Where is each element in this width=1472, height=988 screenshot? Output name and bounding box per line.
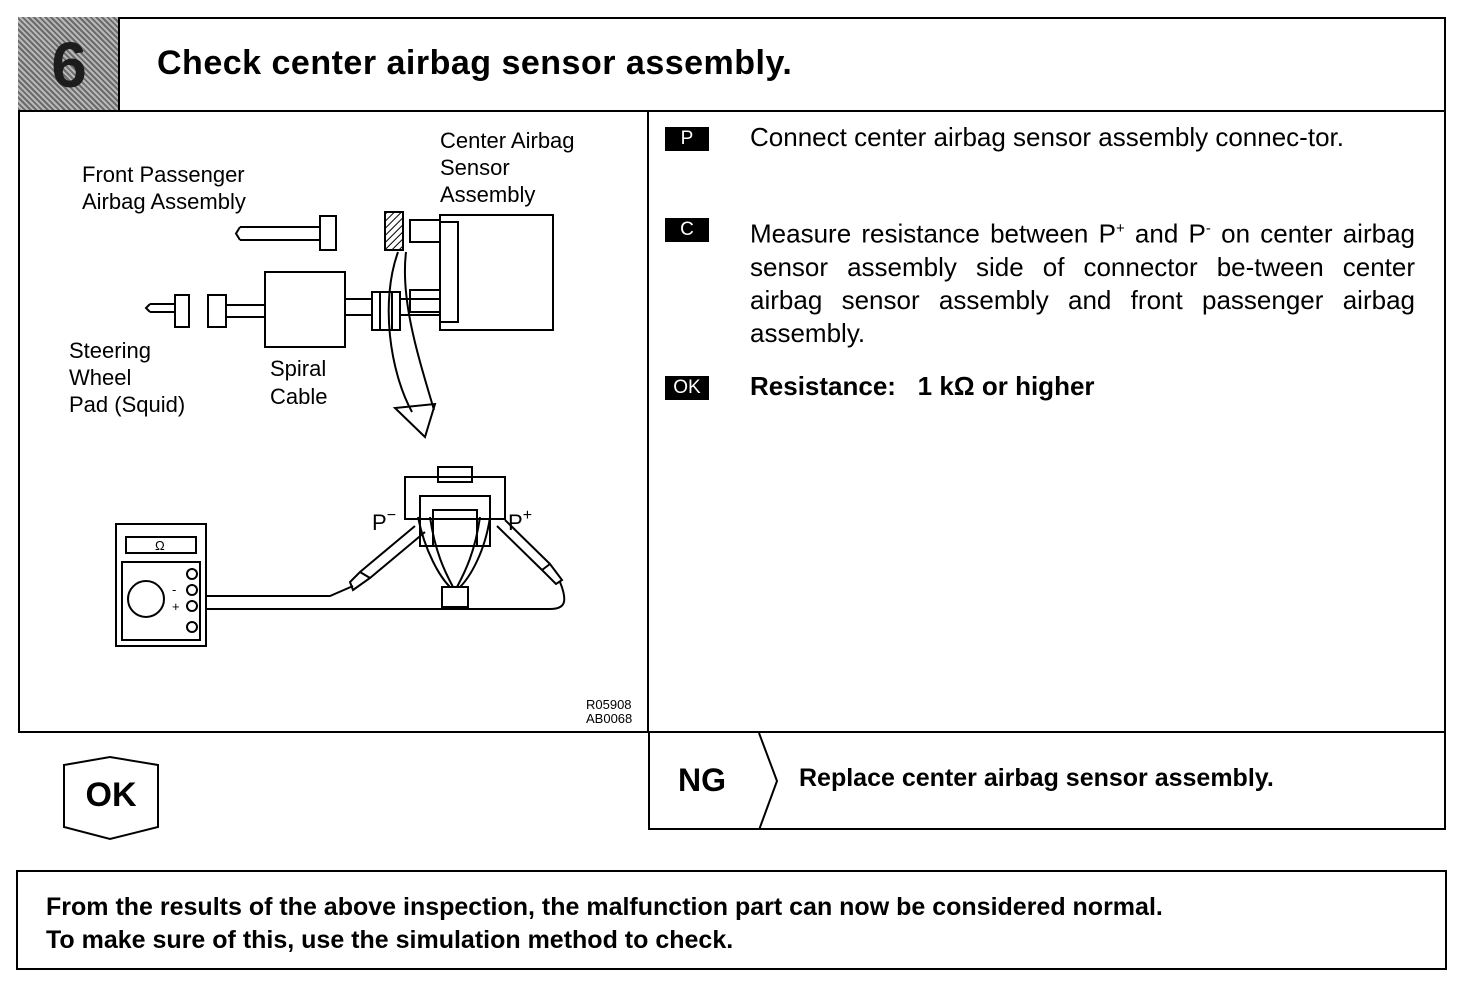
meter-minus: - <box>172 582 176 597</box>
label-spiral-2: Cable <box>270 384 327 409</box>
title-divider <box>18 110 1446 112</box>
note-line-2: To make sure of this, use the simulation… <box>46 926 734 954</box>
label-steering-2: Wheel <box>69 365 131 390</box>
label-center-airbag-1: Center Airbag <box>440 128 575 153</box>
note-line-1: From the results of the above inspection… <box>46 893 1163 921</box>
result-note <box>16 870 1447 970</box>
spiral-cable-body <box>264 271 346 348</box>
ng-divider-chevron <box>758 733 779 830</box>
instruction-measure: Measure resistance between P+ and P- on … <box>750 218 1415 348</box>
badge-prepare: P <box>665 127 709 151</box>
ohmmeter <box>115 523 207 647</box>
step-number-box <box>18 17 120 112</box>
sensor-assembly-body <box>439 214 554 331</box>
ng-result-box <box>648 733 1446 830</box>
label-center-airbag-2: Sensor <box>440 155 510 180</box>
ohm-symbol: Ω <box>155 538 165 553</box>
label-p-plus: P+ <box>508 507 532 535</box>
badge-ok-spec: OK <box>665 376 709 400</box>
ok-result-label: OK <box>85 776 137 814</box>
label-center-airbag-3: Assembly <box>440 182 535 207</box>
label-front-passenger-2: Airbag Assembly <box>82 189 246 214</box>
meter-plus: + <box>172 599 180 614</box>
label-steering-3: Pad (Squid) <box>69 392 185 417</box>
hatched-connector <box>384 211 404 251</box>
connector-diagram: Center Airbag Sensor Assembly Front Pass… <box>69 128 632 726</box>
resistance-spec: Resistance: 1 kΩ or higher <box>750 371 1095 401</box>
figure-code-1: R05908 <box>586 697 632 712</box>
wiring-figure: Center Airbag Sensor Assembly Front Pass… <box>20 112 647 732</box>
label-p-minus: P− <box>372 507 396 535</box>
label-steering-1: Steering <box>69 338 151 363</box>
instruction-connect: Connect center airbag sensor assembly co… <box>750 122 1344 152</box>
label-spiral-1: Spiral <box>270 356 326 381</box>
ok-result-arrow <box>63 755 159 841</box>
procedure-frame <box>18 17 1446 733</box>
ng-result-label: NG <box>678 762 726 798</box>
ng-result-text: Replace center airbag sensor assembly. <box>799 764 1274 792</box>
badge-check: C <box>665 218 709 242</box>
step-number: 6 <box>51 28 87 101</box>
figure-code-2: AB0068 <box>586 711 632 726</box>
column-divider <box>647 110 649 732</box>
page-title: Check center airbag sensor assembly. <box>157 44 793 82</box>
label-front-passenger-1: Front Passenger <box>82 162 245 187</box>
